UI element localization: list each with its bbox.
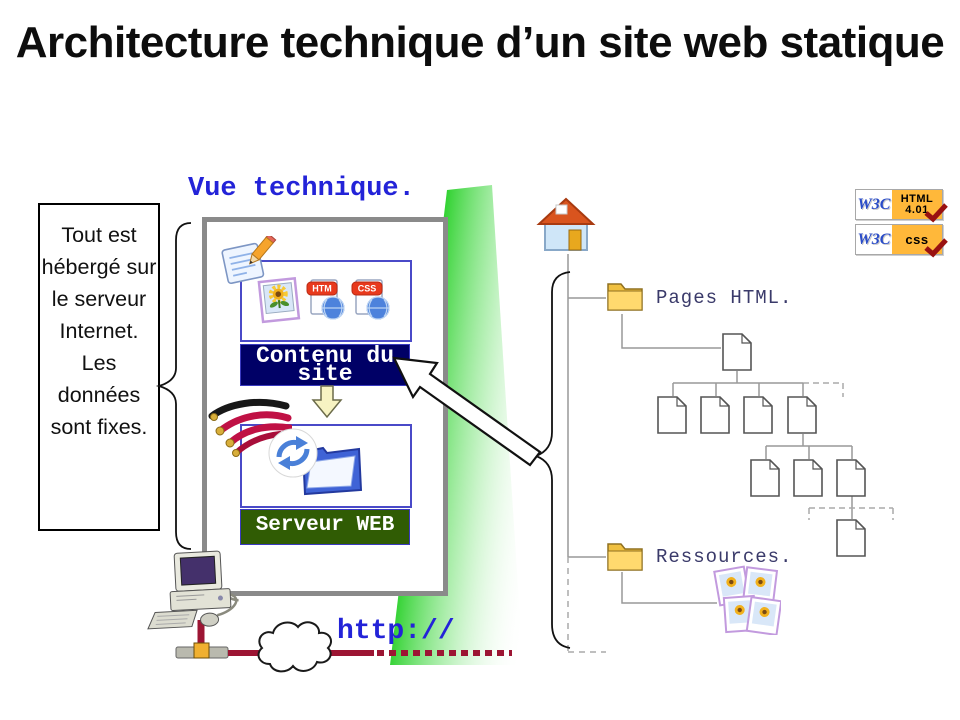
internet-cloud-icon — [257, 621, 332, 673]
left-brace — [155, 222, 192, 550]
document-icon — [836, 519, 866, 557]
badge-html-version: 4.01 — [905, 203, 929, 216]
home-icon — [536, 197, 596, 251]
document-icon — [787, 396, 817, 434]
document-icon — [793, 459, 823, 497]
w3c-logo: W3C — [857, 195, 891, 213]
down-arrow-icon — [311, 385, 343, 419]
css-label: CSS — [358, 284, 377, 294]
document-icon — [700, 396, 730, 434]
checkmark-icon — [924, 203, 948, 223]
document-icon — [750, 459, 780, 497]
htm-file-icon: HTM — [306, 279, 345, 320]
w3c-html-badge: W3C HTML 4.01 — [855, 189, 948, 223]
annotation-box: Tout est hébergé sur le serveur Internet… — [38, 203, 160, 531]
document-icon — [657, 396, 687, 434]
htm-label: HTM — [312, 284, 332, 294]
sync-folder-icon — [268, 428, 363, 496]
document-icon — [722, 333, 752, 371]
pages-folder-icon — [607, 283, 643, 311]
notepad-pencil-icon — [221, 236, 277, 285]
css-file-icon: CSS — [351, 279, 390, 320]
right-brace — [533, 271, 571, 649]
annotation-text: Tout est hébergé sur le serveur Internet… — [41, 223, 157, 439]
w3c-logo: W3C — [857, 230, 891, 248]
resources-folder-icon — [607, 543, 643, 571]
document-icon — [836, 459, 866, 497]
hub-connector-icon — [193, 642, 210, 659]
slide-title: Architecture technique d’un site web sta… — [15, 18, 945, 67]
document-icon — [743, 396, 773, 434]
content-banner: Contenu du site — [240, 344, 410, 386]
pages-label: Pages HTML. — [656, 287, 793, 309]
w3c-css-badge: W3C css — [855, 224, 948, 258]
resources-label: Ressources. — [656, 546, 793, 568]
checkmark-icon — [924, 238, 948, 258]
badge-css-name: css — [905, 232, 929, 247]
quills-icon — [208, 398, 292, 457]
technical-view-heading: Vue technique. — [188, 174, 415, 204]
badge-html-name: HTML — [900, 192, 934, 205]
computer-icon — [147, 550, 239, 630]
http-protocol-label: http:// — [337, 616, 455, 647]
server-banner: Serveur WEB — [240, 509, 410, 545]
images-stack-icon — [713, 565, 781, 635]
image-file-icon — [257, 277, 301, 324]
network-hub-icon — [175, 646, 229, 659]
